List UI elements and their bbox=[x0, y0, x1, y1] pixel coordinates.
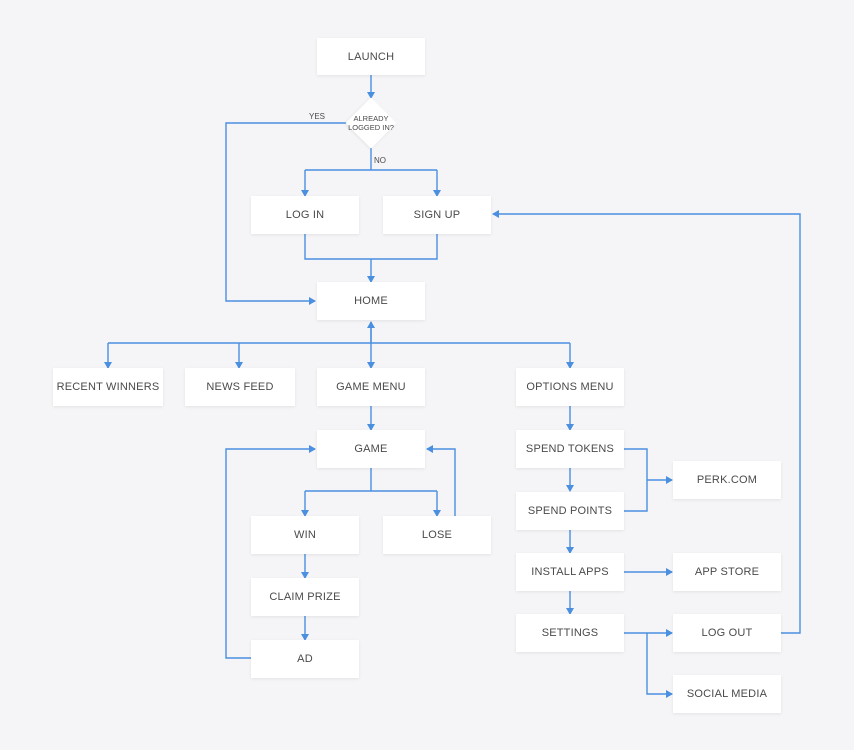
edge-yes-home bbox=[225, 122, 347, 305]
node-home: HOME bbox=[317, 282, 425, 320]
decision-line-2: LOGGED IN? bbox=[348, 123, 394, 132]
edge-settings-social bbox=[646, 633, 673, 698]
edge-login-merge bbox=[304, 234, 438, 260]
node-claim-prize: CLAIM PRIZE bbox=[251, 578, 359, 616]
node-game: GAME bbox=[317, 430, 425, 468]
node-sign-up: SIGN UP bbox=[383, 196, 491, 234]
label-yes: YES bbox=[309, 112, 326, 121]
node-launch: LAUNCH bbox=[317, 38, 425, 75]
node-win: WIN bbox=[251, 516, 359, 554]
node-log-out: LOG OUT bbox=[673, 614, 781, 652]
decision-line-1: ALREADY bbox=[353, 114, 389, 123]
node-ad: AD bbox=[251, 640, 359, 678]
label-no: NO bbox=[374, 156, 386, 165]
node-game-menu: GAME MENU bbox=[317, 368, 425, 406]
node-settings: SETTINGS bbox=[516, 614, 624, 652]
node-log-in: LOG IN bbox=[251, 196, 359, 234]
node-perk-com: PERK.COM bbox=[673, 461, 781, 499]
edge-tokens-perk bbox=[624, 448, 648, 512]
node-install-apps: INSTALL APPS bbox=[516, 553, 624, 591]
decision-logged-in: ALREADY LOGGED IN? bbox=[345, 97, 397, 149]
node-spend-points: SPEND POINTS bbox=[516, 492, 624, 530]
node-app-store: APP STORE bbox=[673, 553, 781, 591]
node-news-feed: NEWS FEED bbox=[185, 368, 295, 406]
edge-game-split bbox=[305, 468, 437, 492]
node-recent-winners: RECENT WINNERS bbox=[53, 368, 163, 406]
edge-ad-game bbox=[225, 445, 316, 659]
node-lose: LOSE bbox=[383, 516, 491, 554]
edge-logout-signup bbox=[492, 210, 801, 634]
node-social-media: SOCIAL MEDIA bbox=[673, 675, 781, 713]
node-spend-tokens: SPEND TOKENS bbox=[516, 430, 624, 468]
node-options-menu: OPTIONS MENU bbox=[516, 368, 624, 406]
